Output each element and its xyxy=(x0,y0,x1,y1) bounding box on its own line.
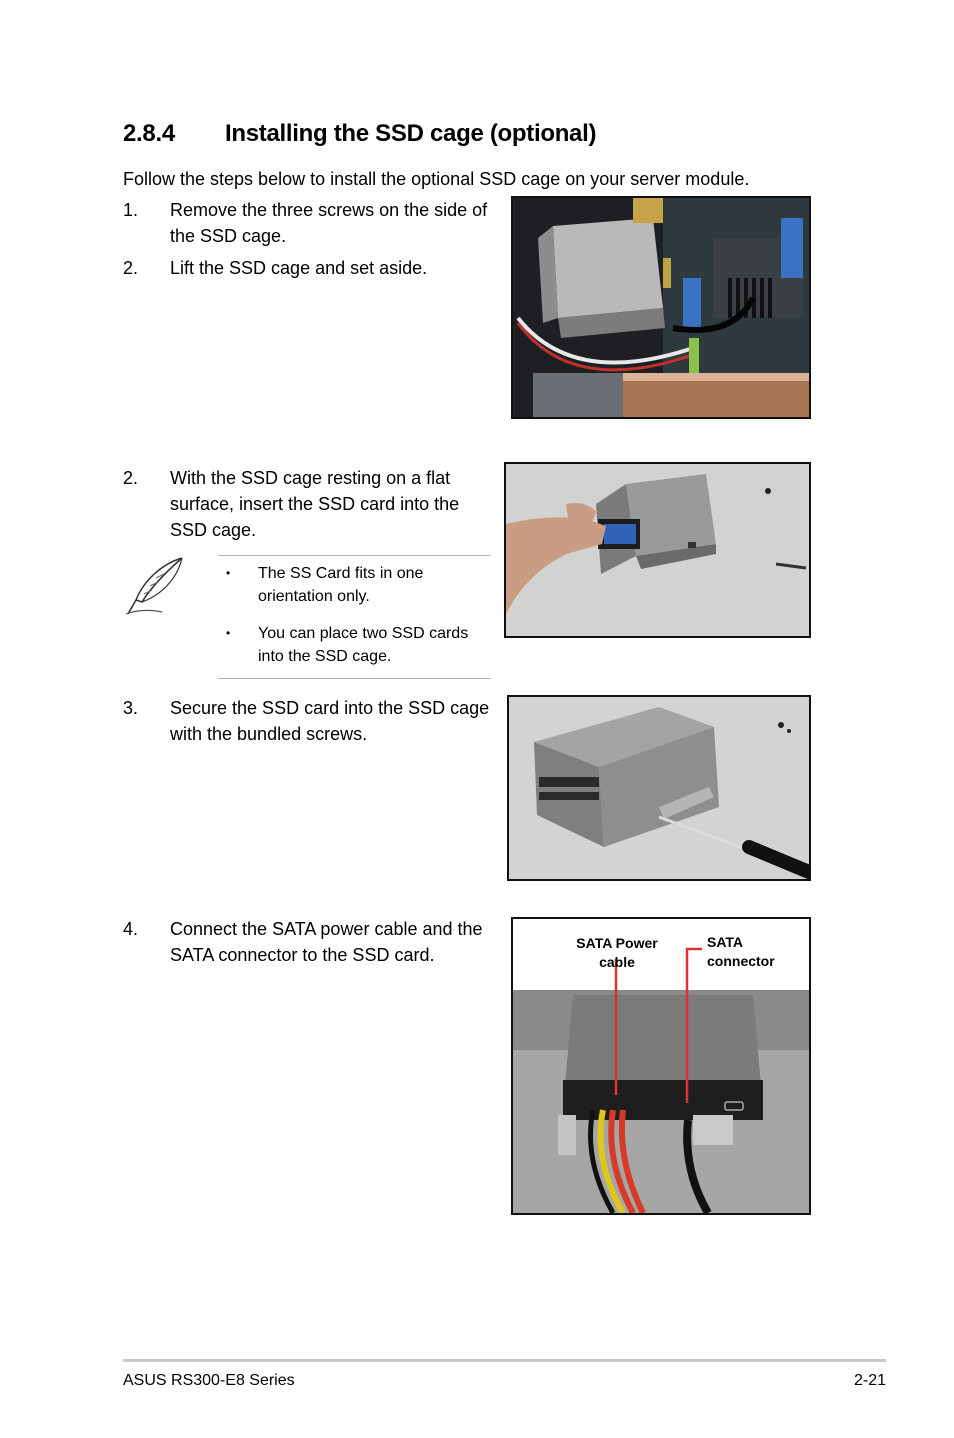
sata-power-cable-label: SATA Power cable xyxy=(576,935,658,970)
photo-secure-with-screws xyxy=(507,695,811,881)
step-text: With the SSD cage resting on a flat surf… xyxy=(170,468,460,540)
step-number: 4. xyxy=(123,919,139,939)
note-top-rule xyxy=(218,555,491,556)
footer-page-number: 2-21 xyxy=(853,1372,886,1389)
step-number: 2. xyxy=(123,468,139,488)
step-number: 1. xyxy=(123,200,139,220)
photo-sata-connections: SATA Power cable SATA connector xyxy=(511,917,811,1215)
note-text: The SS Card fits in one orientation only… xyxy=(258,565,424,605)
sata-photo-illustration xyxy=(513,990,809,1213)
step-number: 2. xyxy=(123,258,139,278)
photo-insert-ssd-card xyxy=(504,462,811,638)
section-title: Installing the SSD cage (optional) xyxy=(225,120,597,147)
footer-product-name: ASUS RS300-E8 Series xyxy=(123,1372,295,1389)
section-number: 2.8.4 xyxy=(123,120,175,147)
step-text: Secure the SSD card into the SSD cage wi… xyxy=(170,698,490,744)
insert-photo-illustration xyxy=(506,464,809,636)
note-text: You can place two SSD cards into the SSD… xyxy=(258,625,469,665)
step-text: Lift the SSD cage and set aside. xyxy=(170,258,428,278)
photo-ssd-cage-in-server xyxy=(511,196,811,419)
section-heading: 2.8.4 Installing the SSD cage (optional) xyxy=(123,120,596,148)
bullet: • xyxy=(226,626,231,640)
sata-connector-label: SATA connector xyxy=(707,934,775,969)
step-number: 3. xyxy=(123,698,139,718)
callout-lines xyxy=(614,947,702,1103)
note-bottom-rule xyxy=(218,678,491,679)
feather-pen-icon xyxy=(122,554,186,618)
server-photo-illustration xyxy=(513,198,809,417)
feather-pen-icon-graphic xyxy=(125,557,183,615)
secure-photo-illustration xyxy=(509,697,809,879)
step-text: Remove the three screws on the side of t… xyxy=(170,200,488,246)
footer-rule xyxy=(123,1359,886,1362)
step-text: Connect the SATA power cable and the SAT… xyxy=(170,919,483,965)
bullet: • xyxy=(226,566,231,580)
intro-paragraph: Follow the steps below to install the op… xyxy=(123,169,750,189)
